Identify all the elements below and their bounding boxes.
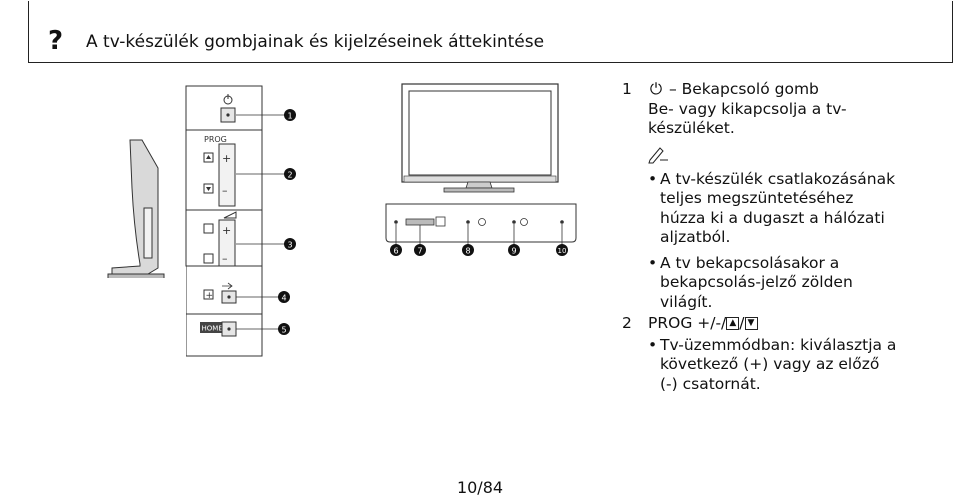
svg-text:–: – [222, 252, 228, 265]
svg-text:1: 1 [288, 112, 293, 121]
svg-text:9: 9 [512, 247, 517, 256]
tv-front-view [401, 83, 559, 193]
home-label-box [200, 322, 222, 333]
svg-text:2: 2 [288, 171, 293, 180]
callouts: 1 2 3 6 7 8 9 10 [236, 109, 568, 256]
header-box [28, 1, 953, 63]
item-number: 1 [622, 80, 632, 98]
callout-2 [284, 168, 296, 180]
svg-text:–: – [222, 184, 228, 197]
item-1-line-2: készüléket. [648, 119, 735, 137]
page-title: A tv-készülék gombjainak és kijelzéseine… [86, 32, 545, 52]
input-select-icon [222, 282, 233, 290]
callout-9 [508, 244, 520, 256]
item-2: 2 PROG +/-/▲/▼ [622, 314, 942, 334]
svg-text:10: 10 [558, 247, 567, 255]
svg-text:5: 5 [282, 326, 287, 335]
description-column: 1 ⏻ – Bekapcsoló gomb Be- vagy kikapcsol… [622, 80, 942, 394]
question-mark-icon: ? [48, 26, 64, 56]
tv-side-view [107, 139, 165, 278]
bullet-item: • Tv-üzemmódban: kiválasztja a következő… [648, 335, 897, 393]
callout-10 [556, 244, 568, 256]
svg-text:7: 7 [418, 247, 423, 256]
callout-4 [278, 291, 290, 303]
svg-text:3: 3 [288, 241, 293, 250]
input-plus-icon [203, 289, 214, 300]
page-number: 10/84 [456, 478, 504, 497]
side-control-panel: PROG + – + – [185, 85, 263, 267]
channel-down-icon: ▼ [744, 317, 758, 330]
pencil-note-icon [622, 144, 942, 168]
channel-up-icon: ▲ [726, 317, 740, 330]
svg-text:6: 6 [394, 247, 399, 256]
svg-text:8: 8 [466, 247, 471, 256]
volume-down-icon [203, 253, 214, 264]
prog-rocker-button[interactable] [218, 143, 236, 207]
callout-7 [414, 244, 426, 256]
volume-up-icon [203, 223, 214, 234]
item-number: 2 [622, 314, 632, 332]
bullet-item: • A tv-készülék csatlakozásának teljes m… [648, 169, 896, 247]
side-panel-lower: + HOME 4 5 [186, 266, 290, 357]
callout-5 [278, 323, 290, 335]
item-1: 1 ⏻ – Bekapcsoló gomb [622, 80, 942, 100]
svg-text:+: + [222, 224, 231, 237]
item-title: PROG +/-/ [648, 314, 727, 332]
home-label: HOME [202, 325, 223, 333]
callout-1 [284, 109, 296, 121]
power-icon: ⏻ [649, 80, 663, 98]
prog-label: PROG [204, 135, 227, 144]
power-icon [223, 94, 233, 105]
svg-text:+: + [206, 291, 214, 301]
svg-text:4: 4 [282, 294, 287, 303]
item-1-line-1: Be- vagy kikapcsolja a tv- [648, 99, 847, 118]
svg-text:+: + [222, 152, 231, 165]
callout-8 [462, 244, 474, 256]
front-indicator-panel [385, 203, 577, 246]
volume-icon [223, 211, 237, 219]
tv-controls-illustration: PROG + – + – [107, 83, 577, 278]
callout-6 [390, 244, 402, 256]
item-title: – Bekapcsoló gomb [668, 80, 819, 98]
bullet-item: • A tv bekapcsolásakor a bekapcsolás-jel… [648, 253, 853, 311]
callout-3 [284, 238, 296, 250]
